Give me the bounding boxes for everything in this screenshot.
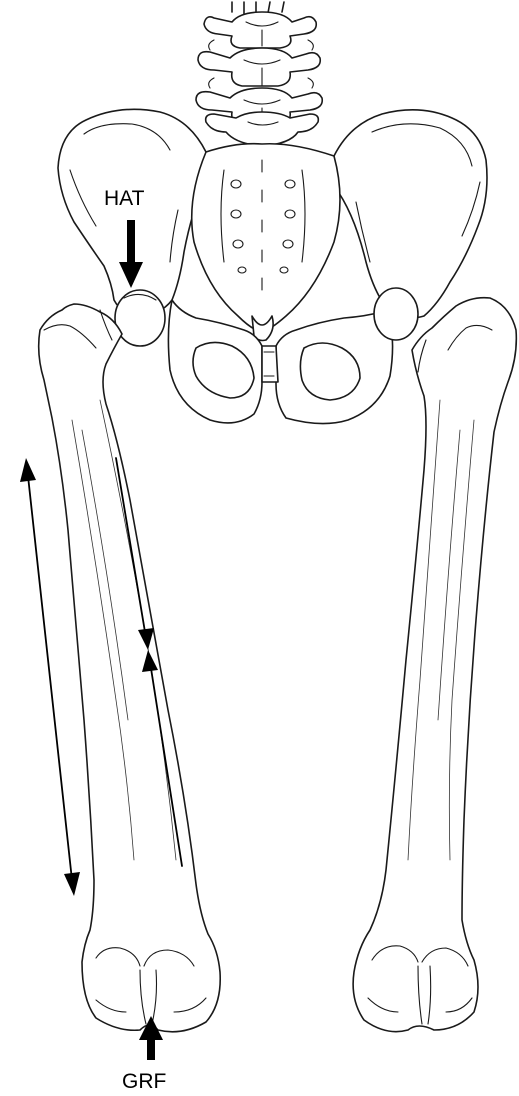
lumbar-vertebrae — [196, 2, 322, 146]
hat-label: HAT — [104, 187, 145, 210]
grf-label: GRF — [122, 1070, 166, 1093]
